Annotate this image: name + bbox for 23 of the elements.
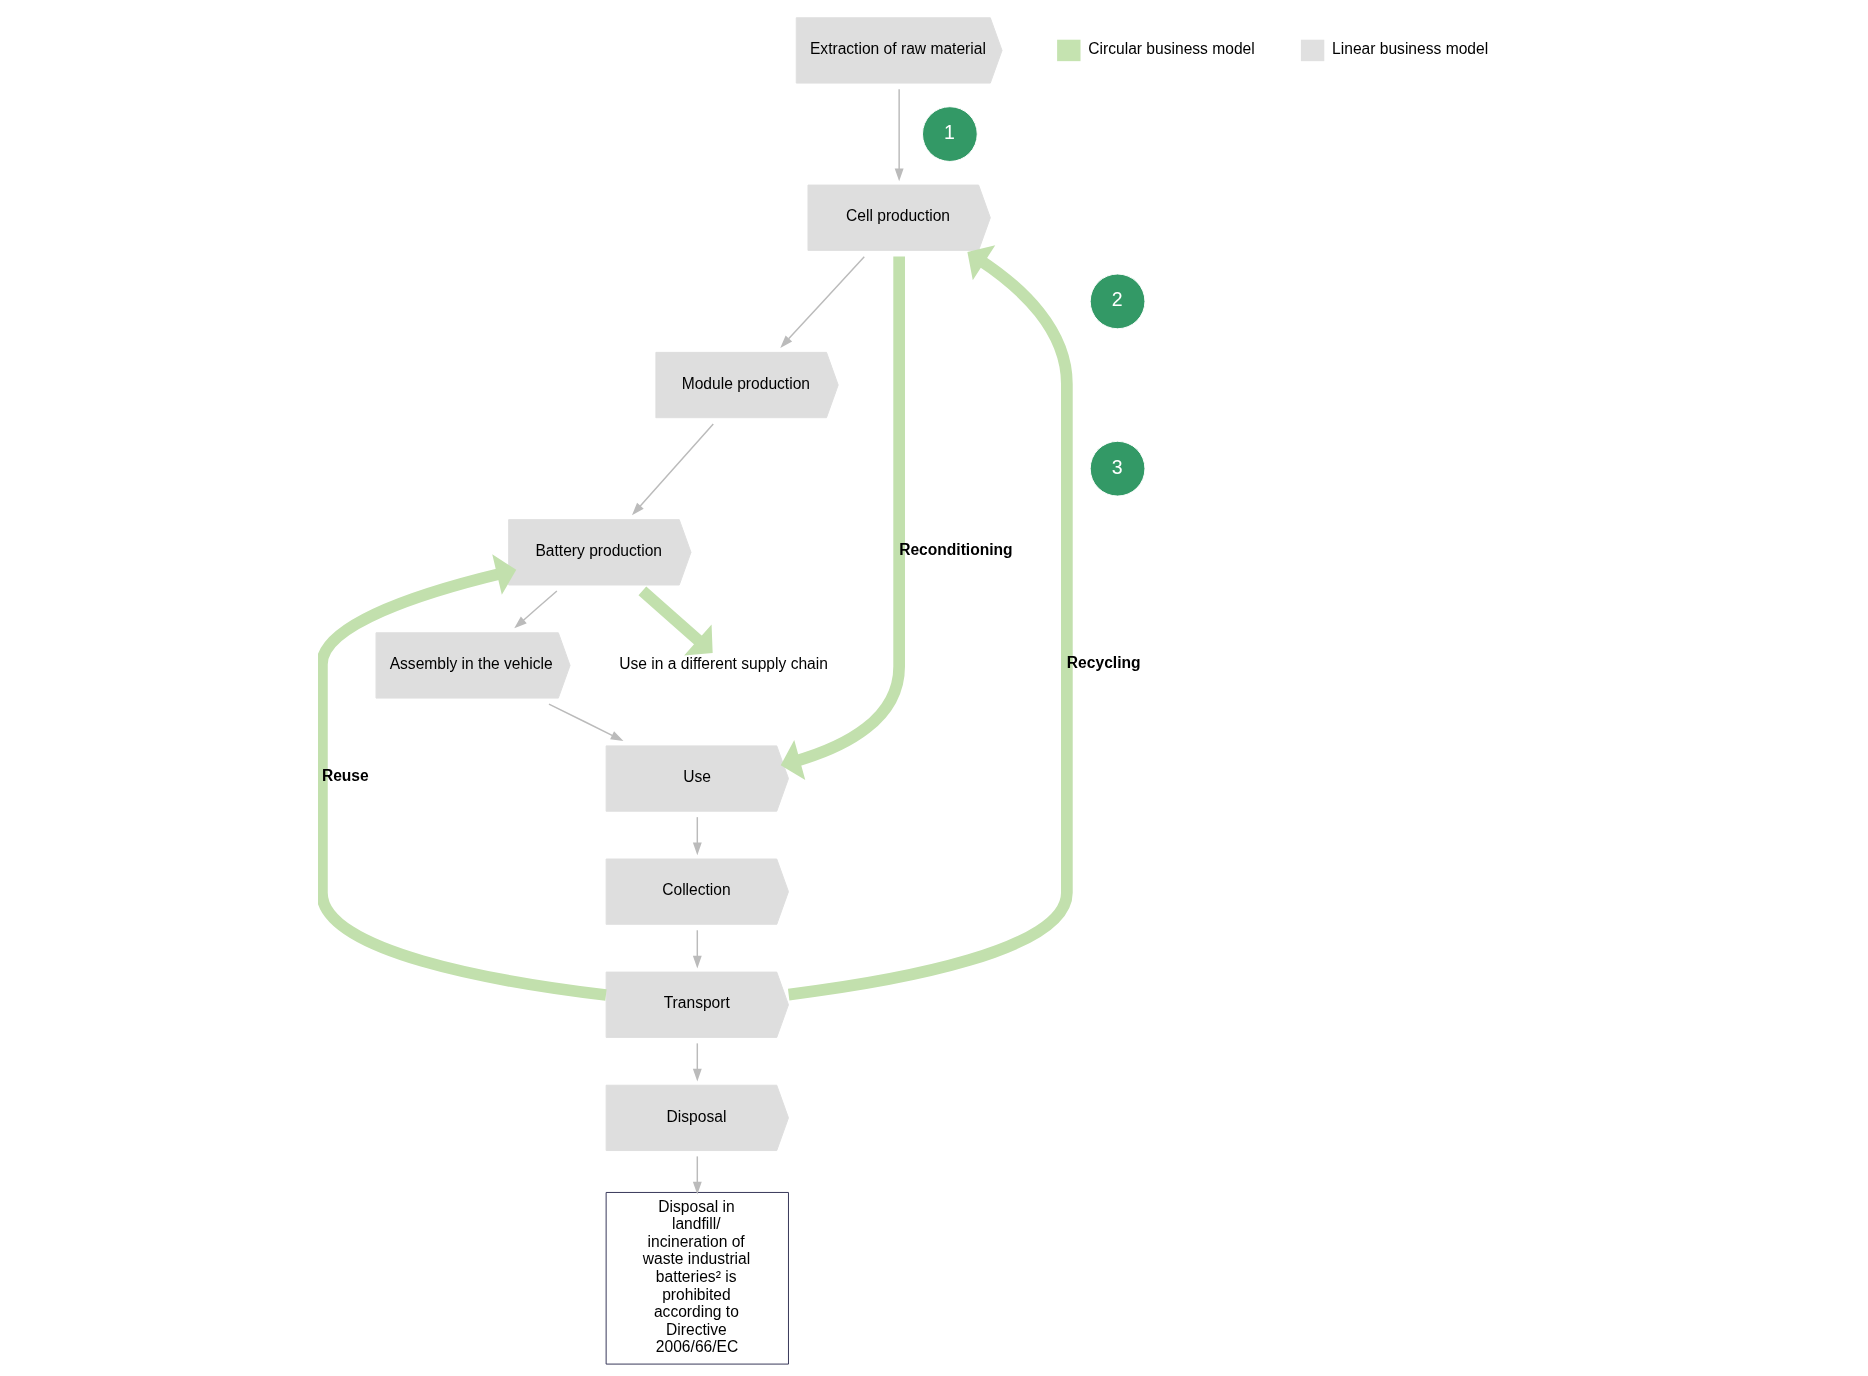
node-circle: 1 [921, 106, 978, 162]
legend-label: Circular business model [1087, 40, 1255, 58]
arrow [692, 816, 702, 856]
arrow [780, 256, 905, 781]
arrow [631, 423, 714, 516]
node-circle: 3 [1089, 440, 1145, 497]
node-text: Use in a different supply chain [618, 655, 828, 673]
arrow [692, 1042, 702, 1082]
arrow [692, 929, 702, 969]
edge-label: Reconditioning [898, 541, 1013, 559]
legend-label: Linear business model [1331, 40, 1488, 58]
edge-label: Reuse [321, 767, 369, 785]
arrow [779, 255, 865, 348]
arrow [547, 703, 623, 741]
edge-label: Recycling [1066, 654, 1141, 672]
arrow [513, 590, 558, 629]
node-circle: 2 [1089, 273, 1145, 330]
arrow [638, 586, 713, 656]
arrow [317, 554, 607, 1001]
node-box: Disposal in landfill/ incineration of waste industrial batteries² is prohibited according to Directive 2006/66/EC [605, 1192, 789, 1365]
arrow [692, 1155, 702, 1195]
arrow [894, 88, 904, 182]
arrow [787, 245, 1073, 1001]
